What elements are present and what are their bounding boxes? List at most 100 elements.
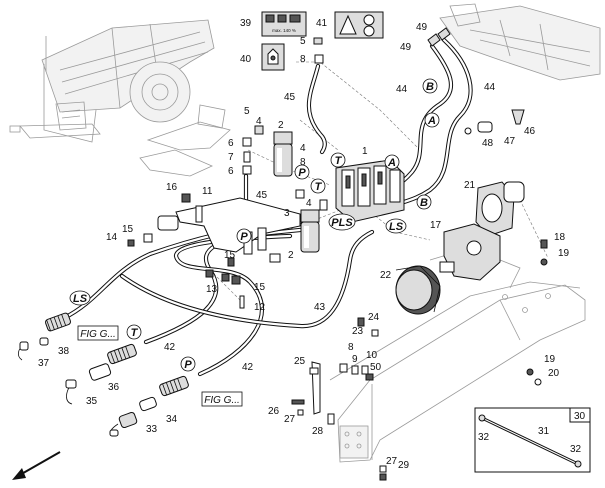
- port-label-ls-left: LS: [69, 290, 91, 306]
- callout-numbers: 39 41 40 5 8 49 49 44 44 45 45 5 4 6 7 6…: [38, 18, 586, 471]
- callout-27b: 27: [386, 456, 398, 467]
- fitting-5-8-top: [313, 37, 324, 64]
- pump-bracket: [439, 223, 501, 281]
- callout-30: 30: [574, 411, 586, 422]
- port-label-t-left: T: [126, 324, 142, 340]
- callout-32b: 32: [570, 444, 582, 455]
- callout-37: 37: [38, 358, 50, 369]
- svg-text:A: A: [427, 115, 436, 127]
- machine-overview-illustration: [9, 19, 215, 143]
- callout-44a: 44: [484, 82, 496, 93]
- decal-41: [334, 11, 384, 39]
- couplers-left: [18, 312, 189, 437]
- callout-28: 28: [312, 426, 324, 437]
- callout-40: 40: [240, 54, 252, 65]
- svg-text:B: B: [420, 197, 428, 209]
- callout-48: 48: [482, 138, 494, 149]
- svg-text:LS: LS: [389, 221, 404, 233]
- callout-24: 24: [368, 312, 380, 323]
- fittings-26-27-28: [291, 399, 387, 481]
- callout-4b: 4: [300, 143, 306, 154]
- svg-text:FIG G...: FIG G...: [204, 395, 240, 406]
- callout-15b: 15: [224, 250, 236, 261]
- port-label-p-mid: P: [294, 164, 310, 180]
- callout-47: 47: [504, 136, 516, 147]
- callout-1: 1: [362, 146, 368, 157]
- callout-42a: 42: [164, 342, 176, 353]
- svg-text:T: T: [335, 155, 343, 167]
- fittings-46-47-48: [464, 109, 525, 135]
- fitting-49: [427, 27, 451, 47]
- fittings-right: [526, 239, 548, 386]
- callout-18: 18: [554, 232, 566, 243]
- callout-13: 13: [206, 284, 218, 295]
- callout-35: 35: [86, 396, 98, 407]
- svg-text:PLS: PLS: [331, 217, 353, 229]
- callout-2a: 2: [278, 120, 284, 131]
- callout-34: 34: [166, 414, 178, 425]
- svg-text:B: B: [426, 81, 434, 93]
- mounting-bracket: [175, 197, 301, 255]
- callout-38: 38: [58, 346, 70, 357]
- callout-14: 14: [106, 232, 118, 243]
- svg-text:P: P: [184, 359, 192, 371]
- callout-45b: 45: [256, 190, 268, 201]
- callout-22: 22: [380, 270, 392, 281]
- fittings-middle-bottom: [339, 317, 379, 381]
- port-label-a-top: A: [424, 112, 440, 128]
- callout-29: 29: [398, 460, 410, 471]
- callout-6b: 6: [228, 166, 234, 177]
- callout-20: 20: [548, 368, 560, 379]
- callout-42b: 42: [242, 362, 254, 373]
- callout-16: 16: [166, 182, 178, 193]
- filter-lower: [300, 209, 320, 253]
- callout-17: 17: [430, 220, 442, 231]
- pump-gearbox: [475, 181, 525, 237]
- svg-text:P: P: [298, 167, 306, 179]
- hydraulic-tank: [395, 265, 441, 315]
- callout-50: 50: [370, 362, 382, 373]
- port-label-p-left: P: [180, 356, 196, 372]
- callout-41: 41: [316, 18, 328, 29]
- port-label-b-mid: B: [416, 194, 432, 210]
- fig-reference-top[interactable]: FIG G...: [77, 325, 119, 341]
- callout-6a: 6: [228, 138, 234, 149]
- callout-26: 26: [268, 406, 280, 417]
- mounting-strip: [309, 361, 321, 415]
- callout-44b: 44: [396, 84, 408, 95]
- port-label-pls: PLS: [328, 213, 356, 231]
- svg-text:FIG G...: FIG G...: [80, 329, 116, 340]
- callout-32a: 32: [478, 432, 490, 443]
- chassis-beam-ghost: [329, 247, 586, 463]
- callout-8a: 8: [300, 54, 306, 65]
- callout-8b: 8: [300, 157, 306, 168]
- callout-19b: 19: [544, 354, 556, 365]
- port-label-a-mid: A: [384, 154, 400, 170]
- callout-12: 12: [254, 302, 266, 313]
- callout-43: 43: [314, 302, 326, 313]
- callout-33: 33: [146, 424, 158, 435]
- svg-text:T: T: [131, 327, 139, 339]
- filter-upper: [273, 131, 293, 177]
- callout-49b: 49: [400, 42, 412, 53]
- callout-49a: 49: [416, 22, 428, 33]
- callout-7: 7: [228, 152, 234, 163]
- decal-39-text: max. 140 %: [272, 28, 296, 33]
- direction-arrow: [12, 451, 61, 480]
- fittings-column-left: [242, 125, 264, 175]
- callout-15c: 15: [254, 282, 266, 293]
- fig-reference-bottom[interactable]: FIG G...: [201, 391, 243, 407]
- svg-text:T: T: [315, 181, 323, 193]
- port-label-t-mid: T: [310, 178, 326, 194]
- port-label-ls-mid: LS: [385, 218, 407, 234]
- callout-21: 21: [464, 180, 476, 191]
- callout-11: 11: [202, 186, 213, 197]
- svg-text:A: A: [387, 157, 396, 169]
- decal-40: [261, 43, 285, 71]
- callout-36: 36: [108, 382, 120, 393]
- gearbox-overview-illustration: [439, 3, 601, 81]
- svg-text:LS: LS: [73, 293, 88, 305]
- callout-4a: 4: [256, 116, 262, 127]
- callout-39: 39: [240, 18, 252, 29]
